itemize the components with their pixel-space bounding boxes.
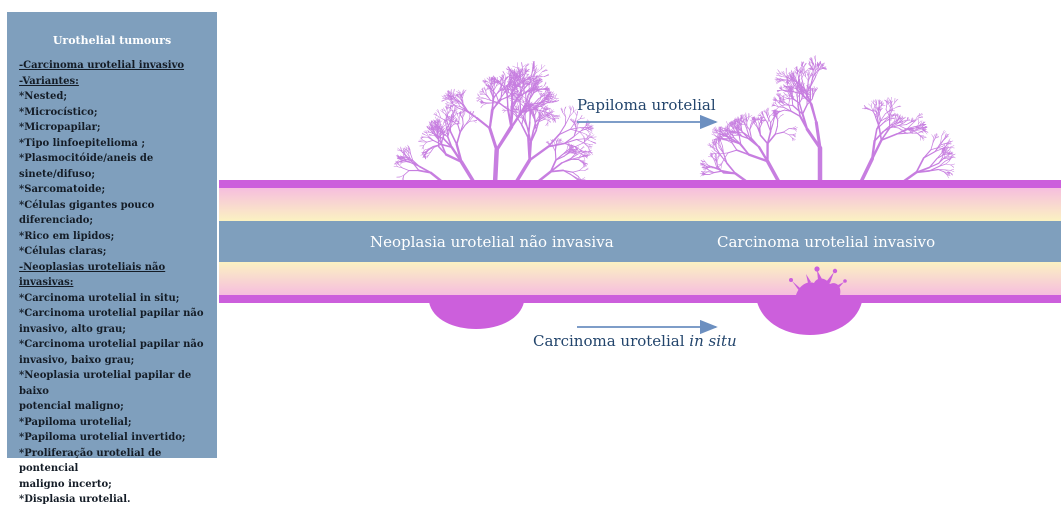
- upper-membrane: [219, 180, 1061, 188]
- label-non-invasive: Neoplasia urotelial não invasiva: [370, 233, 614, 251]
- classification-item: *Displasia urotelial.: [19, 492, 217, 508]
- lower-epithelium: [219, 262, 1061, 295]
- papilloma-tree-icon: [394, 61, 596, 185]
- urothelium-diagram: Neoplasia urotelial não invasiva Carcino…: [0, 0, 1061, 459]
- lower-membrane: [219, 295, 1061, 303]
- in-situ-bulge-right: [757, 302, 862, 335]
- in-situ-bulge-left: [429, 302, 524, 329]
- annotation-in-situ: Carcinoma urotelial in situ: [533, 332, 737, 350]
- label-invasive: Carcinoma urotelial invasivo: [717, 233, 935, 251]
- annotation-papiloma: Papiloma urotelial: [577, 96, 716, 114]
- upper-epithelium: [219, 188, 1061, 221]
